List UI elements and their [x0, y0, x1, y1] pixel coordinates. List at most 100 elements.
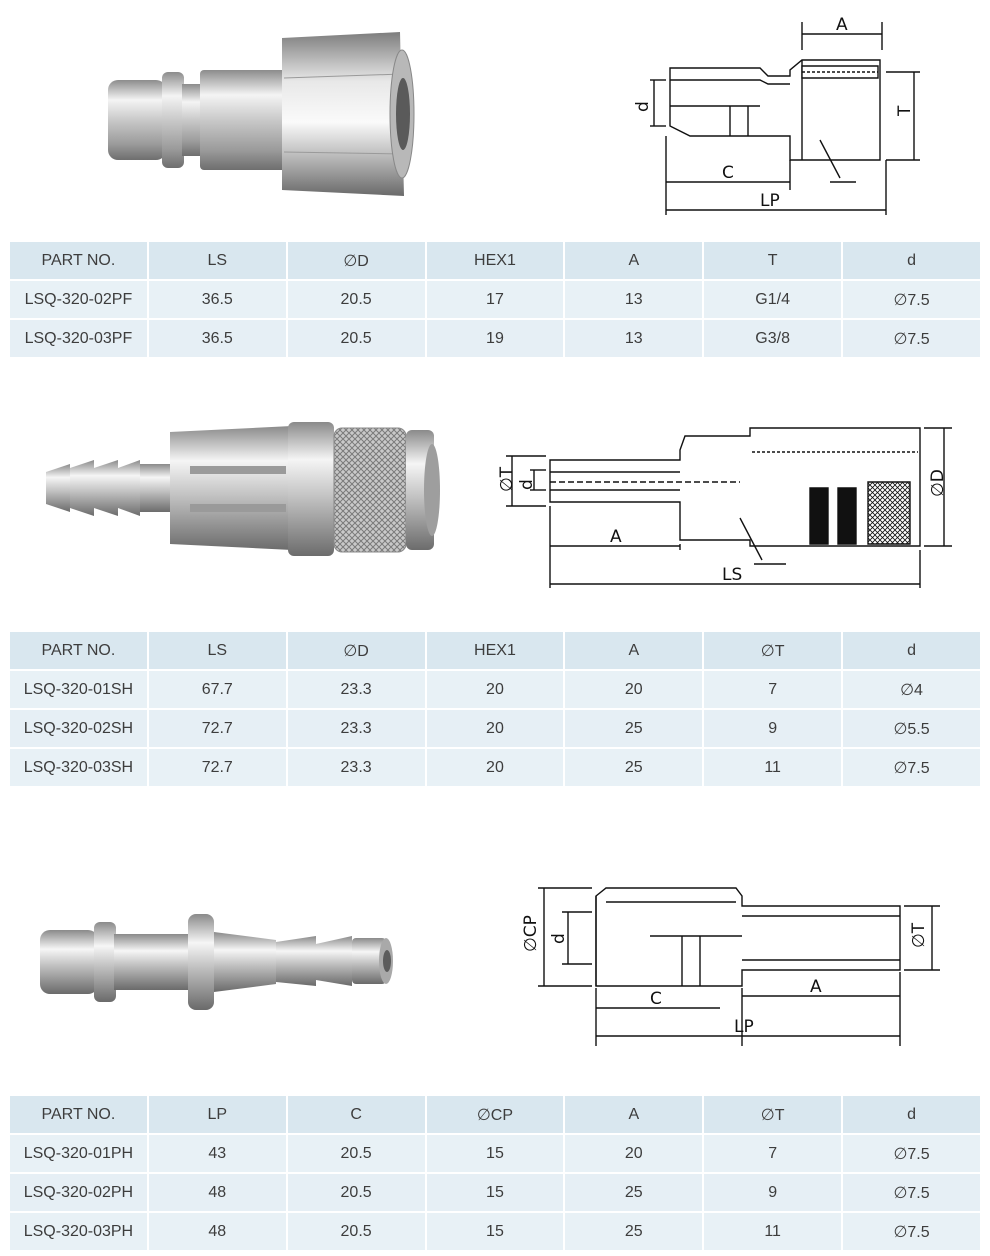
drawing-label-a: A — [836, 15, 848, 35]
header-cell: HEX1 — [424, 630, 566, 671]
table-cell: 13 — [563, 318, 705, 359]
header-cell: LS — [146, 240, 288, 281]
table-cell: 72.7 — [146, 708, 288, 749]
header-cell: A — [563, 630, 705, 671]
drawing-label-d: d — [549, 933, 569, 944]
table-cell: ∅7.5 — [841, 279, 982, 320]
drawing-label-c: C — [722, 163, 734, 183]
table-cell: 43 — [146, 1133, 288, 1174]
header-cell: ∅T — [702, 1094, 844, 1135]
table-cell: 23.3 — [285, 747, 427, 788]
header-cell: ∅CP — [424, 1094, 566, 1135]
drawing-label-dd: ∅D — [928, 469, 948, 497]
table-cell: 15 — [424, 1133, 566, 1174]
table-cell: G3/8 — [702, 318, 844, 359]
table-cell: 19 — [424, 318, 566, 359]
header-cell: A — [563, 240, 705, 281]
table-row: LSQ-320-02SH 72.7 23.3 20 25 9 ∅5.5 — [8, 708, 982, 749]
table-cell: ∅5.5 — [841, 708, 982, 749]
table-cell: 20.5 — [285, 279, 427, 320]
header-cell: ∅D — [285, 630, 427, 671]
table-cell: LSQ-320-01SH — [8, 669, 149, 710]
technical-drawing-ph: ∅CP d ∅T C A LP — [521, 876, 950, 1056]
header-cell: LS — [146, 630, 288, 671]
table-cell: 7 — [702, 1133, 844, 1174]
table-cell: LSQ-320-03PF — [8, 318, 149, 359]
product-section-ph: ∅CP d ∅T C A LP PART NO. LP C ∅CP A ∅T d… — [0, 800, 990, 1256]
table-row: LSQ-320-02PF 36.5 20.5 17 13 G1/4 ∅7.5 — [8, 279, 982, 320]
header-cell: ∅D — [285, 240, 427, 281]
table-cell: LSQ-320-03PH — [8, 1211, 149, 1252]
header-cell: C — [285, 1094, 427, 1135]
drawing-label-dcp: ∅CP — [521, 915, 541, 952]
table-row: LSQ-320-02PH 48 20.5 15 25 9 ∅7.5 — [8, 1172, 982, 1213]
drawing-label-d: d — [633, 101, 653, 112]
table-cell: LSQ-320-03SH — [8, 747, 149, 788]
table-cell: LSQ-320-01PH — [8, 1133, 149, 1174]
spec-table-sh: PART NO. LS ∅D HEX1 A ∅T d LSQ-320-01SH … — [8, 630, 982, 788]
table-cell: 23.3 — [285, 708, 427, 749]
header-cell: HEX1 — [424, 240, 566, 281]
header-cell: LP — [146, 1094, 288, 1135]
header-cell: PART NO. — [8, 240, 149, 281]
technical-drawing-pf: A d T C LP — [633, 15, 930, 220]
table-cell: 20 — [563, 1133, 705, 1174]
table-cell: 15 — [424, 1211, 566, 1252]
table-cell: 67.7 — [146, 669, 288, 710]
table-cell: 25 — [563, 708, 705, 749]
table-cell: 36.5 — [146, 279, 288, 320]
table-cell: 25 — [563, 747, 705, 788]
drawing-label-dt: ∅T — [909, 922, 929, 948]
table-cell: 20.5 — [285, 1211, 427, 1252]
table-row: LSQ-320-01PH 43 20.5 15 20 7 ∅7.5 — [8, 1133, 982, 1174]
table-cell: 20.5 — [285, 1133, 427, 1174]
header-cell: PART NO. — [8, 630, 149, 671]
table-cell: 25 — [563, 1172, 705, 1213]
table-row: LSQ-320-03SH 72.7 23.3 20 25 11 ∅7.5 — [8, 747, 982, 788]
table-cell: 9 — [702, 1172, 844, 1213]
product-section-pf: A d T C LP PART NO. LS ∅D HEX1 A T d LS — [0, 0, 990, 360]
table-cell: 9 — [702, 708, 844, 749]
drawing-label-c: C — [650, 989, 662, 1009]
drawing-label-d: d — [517, 479, 537, 490]
table-cell: 11 — [702, 747, 844, 788]
table-row: LSQ-320-01SH 67.7 23.3 20 20 7 ∅4 — [8, 669, 982, 710]
table-row: LSQ-320-03PH 48 20.5 15 25 11 ∅7.5 — [8, 1211, 982, 1252]
table-cell: 17 — [424, 279, 566, 320]
drawing-label-ls: LS — [722, 565, 742, 585]
table-header-row: PART NO. LS ∅D HEX1 A ∅T d — [8, 630, 982, 671]
header-cell: T — [702, 240, 844, 281]
table-cell: 20.5 — [285, 318, 427, 359]
table-cell: 15 — [424, 1172, 566, 1213]
table-cell: 25 — [563, 1211, 705, 1252]
spec-table-ph: PART NO. LP C ∅CP A ∅T d LSQ-320-01PH 43… — [8, 1094, 982, 1252]
table-cell: 20 — [424, 669, 566, 710]
table-cell: 23.3 — [285, 669, 427, 710]
spec-table-pf: PART NO. LS ∅D HEX1 A T d LSQ-320-02PF 3… — [8, 240, 982, 359]
product-photo-sh — [46, 422, 440, 556]
header-cell: d — [841, 630, 982, 671]
header-cell: A — [563, 1094, 705, 1135]
product-photo-ph — [40, 914, 393, 1010]
header-cell: ∅T — [702, 630, 844, 671]
product-section-sh: ∅T d A LS ∅D PART NO. LS ∅D HEX1 A ∅T d … — [0, 360, 990, 790]
table-cell: LSQ-320-02SH — [8, 708, 149, 749]
table-cell: ∅7.5 — [841, 747, 982, 788]
table-row: LSQ-320-03PF 36.5 20.5 19 13 G3/8 ∅7.5 — [8, 318, 982, 359]
table-cell: 20 — [563, 669, 705, 710]
table-cell: G1/4 — [702, 279, 844, 320]
drawing-label-lp: LP — [760, 191, 780, 211]
table-cell: 7 — [702, 669, 844, 710]
table-header-row: PART NO. LP C ∅CP A ∅T d — [8, 1094, 982, 1135]
table-cell: 20.5 — [285, 1172, 427, 1213]
table-cell: 13 — [563, 279, 705, 320]
header-cell: d — [841, 1094, 982, 1135]
table-cell: ∅7.5 — [841, 318, 982, 359]
drawing-label-a: A — [810, 977, 822, 997]
drawing-label-dt: ∅T — [497, 466, 517, 492]
table-cell: LSQ-320-02PF — [8, 279, 149, 320]
header-cell: d — [841, 240, 982, 281]
table-cell: 11 — [702, 1211, 844, 1252]
table-cell: 20 — [424, 708, 566, 749]
product-photo-pf — [108, 32, 415, 196]
